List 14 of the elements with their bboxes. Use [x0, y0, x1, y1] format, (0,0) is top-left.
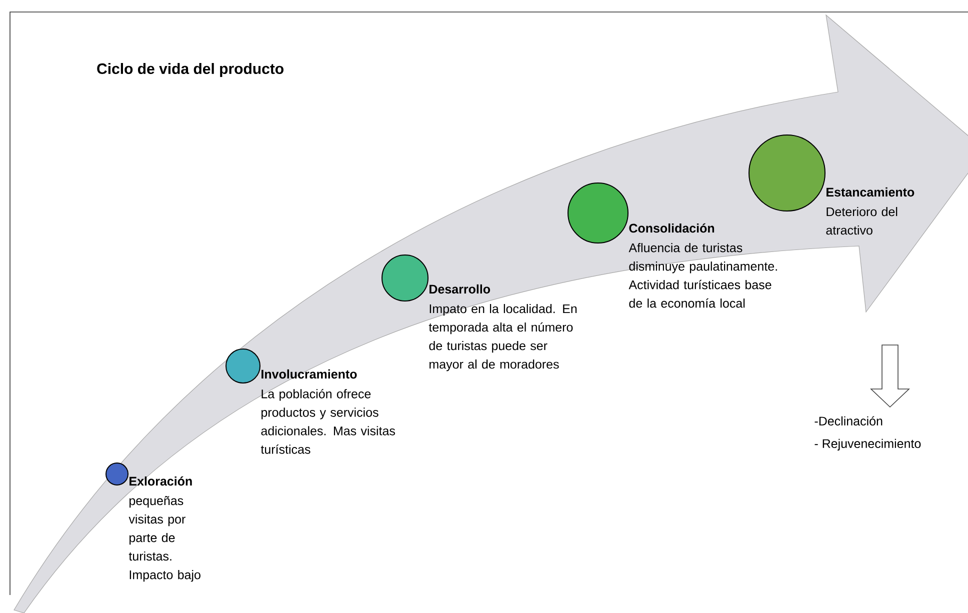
title: Ciclo de vida del producto [97, 63, 284, 77]
stage-note: Impacto bajo [130, 570, 200, 582]
stage-description: Impato en la localidad. En temporada alta el número de turistas puede ser mayor al de moradores [428, 304, 577, 372]
stage-description: Deterioro del atractivo [826, 206, 898, 235]
stage-heading: Estancamiento [826, 187, 914, 197]
stage-description: Afluencia de turistas disminuye paulatinamente. Actividad turísticaes base de la economía local [628, 243, 777, 308]
stage-heading: Involucramiento [262, 369, 357, 379]
stage-heading: Exloración [130, 476, 192, 486]
outcome-list: -Declinación - Rejuvenecimiento [814, 416, 921, 450]
stage-heading: Desarrollo [430, 284, 490, 294]
stage-description: pequeñas visitas por parte de turistas. [128, 496, 186, 561]
stage-description: La población ofrece productos y servicios adicionales. Mas visitas turísticas [260, 389, 395, 454]
down-arrow [870, 344, 910, 408]
stage-heading: Consolidación [629, 223, 714, 233]
